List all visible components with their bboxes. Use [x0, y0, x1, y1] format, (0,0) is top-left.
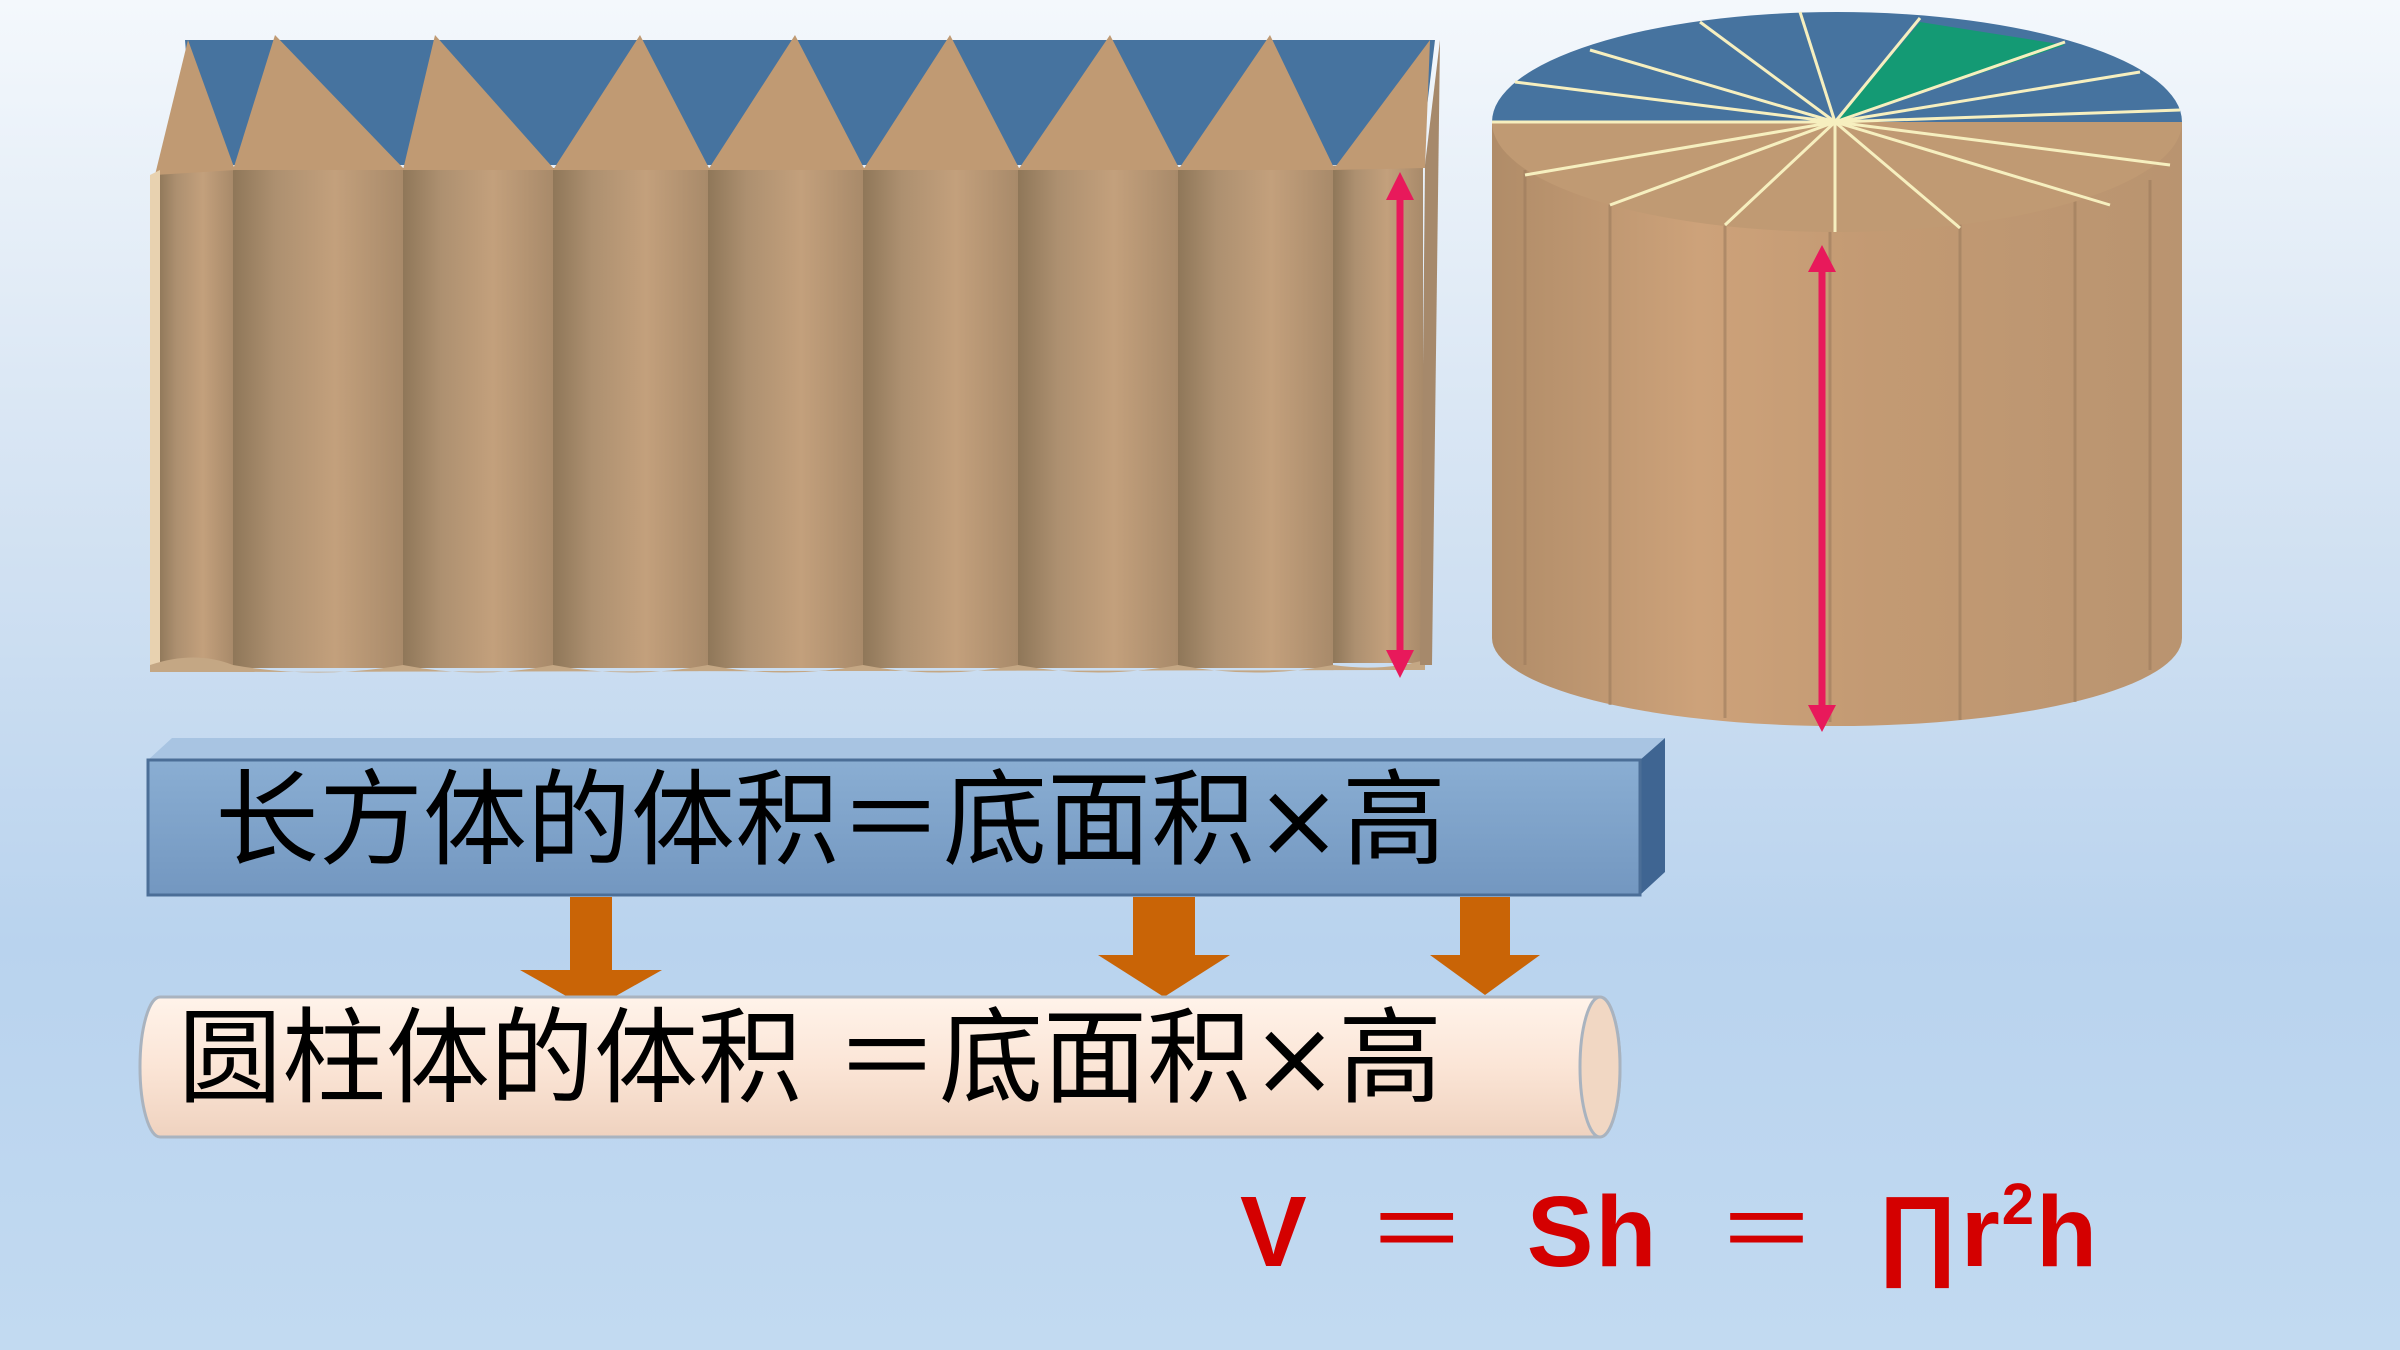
down-arrow-3: [1430, 897, 1540, 995]
cylinder-height-arrow: [1808, 245, 1836, 732]
equation-v: V: [1240, 1176, 1309, 1288]
equation-h: h: [2036, 1176, 2100, 1288]
volume-equation: V＝Sh＝∏r2h: [1240, 1176, 2100, 1288]
down-arrow-2: [1098, 897, 1230, 997]
down-arrow-1: [520, 897, 662, 1010]
cuboid-height-arrow: [1386, 172, 1414, 678]
cuboid-formula-band: [146, 738, 1665, 897]
equation-exponent: 2: [2001, 1172, 2037, 1237]
equals-sign-2: ＝: [1716, 1176, 1819, 1288]
cuboid-top-sectors: [155, 35, 1430, 175]
cylinder-sectors: [1492, 11, 2182, 726]
cylinder-volume-formula: 圆柱体的体积 ＝底面积×高: [178, 997, 1443, 1119]
cuboid-volume-formula: 长方体的体积＝底面积×高: [215, 759, 1447, 881]
equals-sign-1: ＝: [1366, 1176, 1469, 1288]
cylinder-formula-tube: [138, 995, 1622, 1139]
cylinder-sector-lines: [1492, 11, 2181, 232]
equation-pi-r: ∏r: [1876, 1176, 2002, 1288]
equation-sh: Sh: [1526, 1176, 1659, 1288]
cuboid-from-cylinder: [150, 35, 1440, 673]
down-arrows: [520, 897, 1540, 1010]
cuboid-strips: [158, 168, 1423, 668]
